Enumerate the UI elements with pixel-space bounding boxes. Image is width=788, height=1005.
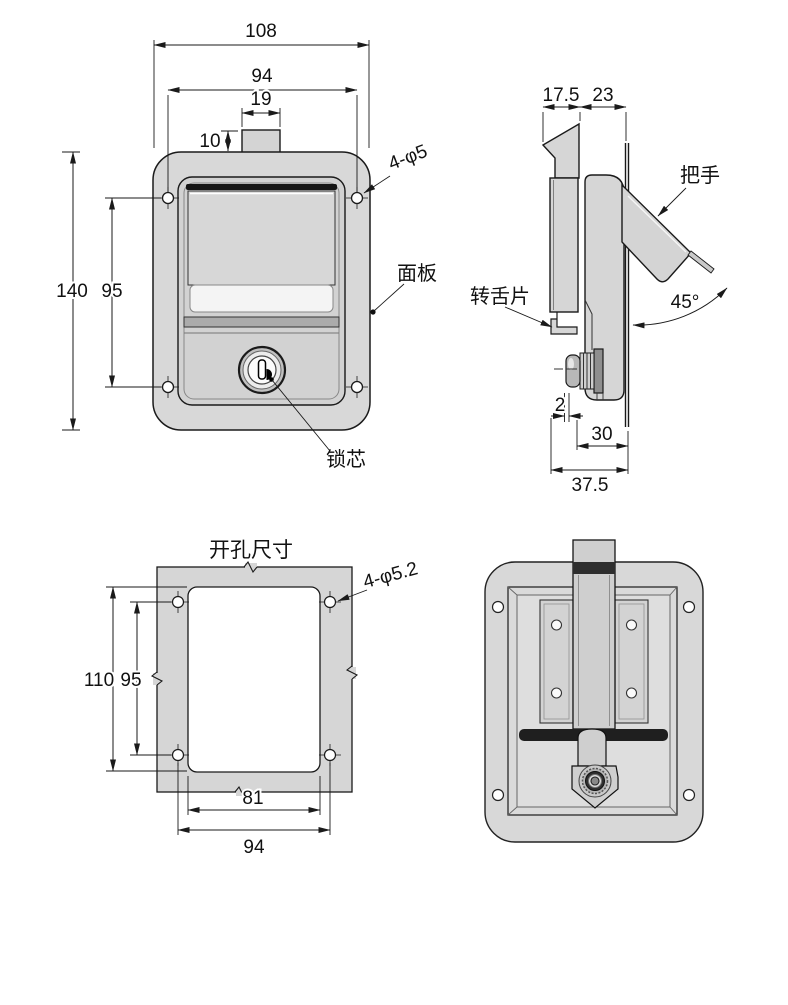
dim-text-94b: 94 [243,837,265,858]
dim-cutout-height: 110 [82,586,187,772]
rear-tongue-tab [577,728,607,767]
label-front-lock: 锁芯 [271,379,366,471]
key-slot-notch [266,369,272,380]
dim-front-hole-height: 95 [99,197,161,388]
side-panel-edge [624,143,630,427]
front-mid-band [183,316,340,328]
label-text-tongue: 转舌片 [470,285,530,308]
handle-tip [687,250,715,274]
dim-side-tongue-depth: 30 [576,420,629,450]
front-lock-cylinder [237,345,287,395]
dim-side-front-depth: 17.5 [541,83,581,142]
dim-text-23: 23 [592,85,613,106]
label-front-holes: 4-φ5 [363,139,432,194]
rear-strap-band [573,562,615,574]
dim-side-total-depth: 37.5 [550,418,629,498]
side-tongue [550,312,578,335]
cutout-opening [187,586,321,773]
dim-text-45deg: 45° [671,292,700,313]
dim-cutout-hole-spacing-v: 95 [118,601,171,756]
rear-right-plate-inner [618,603,645,720]
dim-front-total-width: 108 [153,19,370,148]
label-text-lock: 锁芯 [326,448,366,471]
rear-frame-bevels [507,586,678,816]
front-finger-recess [189,284,334,313]
dim-text-108: 108 [245,21,277,42]
front-paddle [187,190,336,286]
dim-front-tab-width: 19 [241,87,281,127]
rear-mount-holes [491,600,696,802]
dim-text-110: 110 [84,670,114,691]
cutout-holes [167,591,341,766]
label-text-panel: 面板 [397,262,437,285]
label-text-4phi52: 4-φ5.2 [361,558,420,593]
dim-text-17-5: 17.5 [543,85,580,106]
dim-text-81: 81 [242,788,263,809]
dim-side-body-depth: 23 [579,83,627,141]
lock-step-lines [596,393,604,400]
label-side-tongue: 转舌片 [470,285,553,328]
rear-left-plate-inner [543,603,570,720]
rear-lock-rings [578,764,612,798]
dim-cutout-hole-spacing-h: 94 [177,763,331,860]
side-body [584,174,625,401]
dim-front-tab-height: 10 [197,129,238,154]
dim-text-30: 30 [591,424,612,445]
dim-text-95: 95 [101,281,122,302]
dim-text-10: 10 [199,131,220,152]
key-slot [257,359,267,380]
label-text-4phi5: 4-φ5 [386,141,431,175]
leader-dot-panel [370,309,376,315]
break-marks [150,560,359,799]
label-text-handle: 把手 [680,164,720,187]
rear-left-plate [539,599,574,724]
cutout-view: 开孔尺寸 110 [82,539,422,860]
cutout-title: 开孔尺寸 [209,539,293,562]
dim-text-2: 2 [555,395,566,416]
side-view: 45° 把手 转舌片 17.5 23 2 [470,83,728,498]
side-body-step [584,299,593,350]
dim-text-37-5: 37.5 [572,475,609,496]
dim-front-hole-width: 94 [167,64,358,193]
side-top-strap [541,122,580,179]
label-side-handle: 把手 [657,164,720,217]
dim-text-140: 140 [56,281,88,302]
side-front-plate [549,177,579,313]
side-angle-arc: 45° [632,287,728,329]
rear-plate-holes [550,619,638,699]
dim-side-tongue-thickness: 2 [551,393,583,422]
rear-right-plate [614,599,649,724]
dim-cutout-width: 81 [187,776,321,815]
front-view: 108 94 19 10 140 95 [54,19,437,471]
dim-front-total-height: 140 [54,151,90,431]
front-recess-shadow [186,184,337,190]
dim-text-94: 94 [251,66,273,87]
side-lock-cylinder [554,348,604,400]
side-handle [621,183,715,283]
rear-view [484,539,704,843]
dim-text-19: 19 [250,89,271,110]
label-front-panel: 面板 [370,262,437,315]
front-recess-inner-line [183,182,340,400]
dim-text-95b: 95 [120,670,141,691]
